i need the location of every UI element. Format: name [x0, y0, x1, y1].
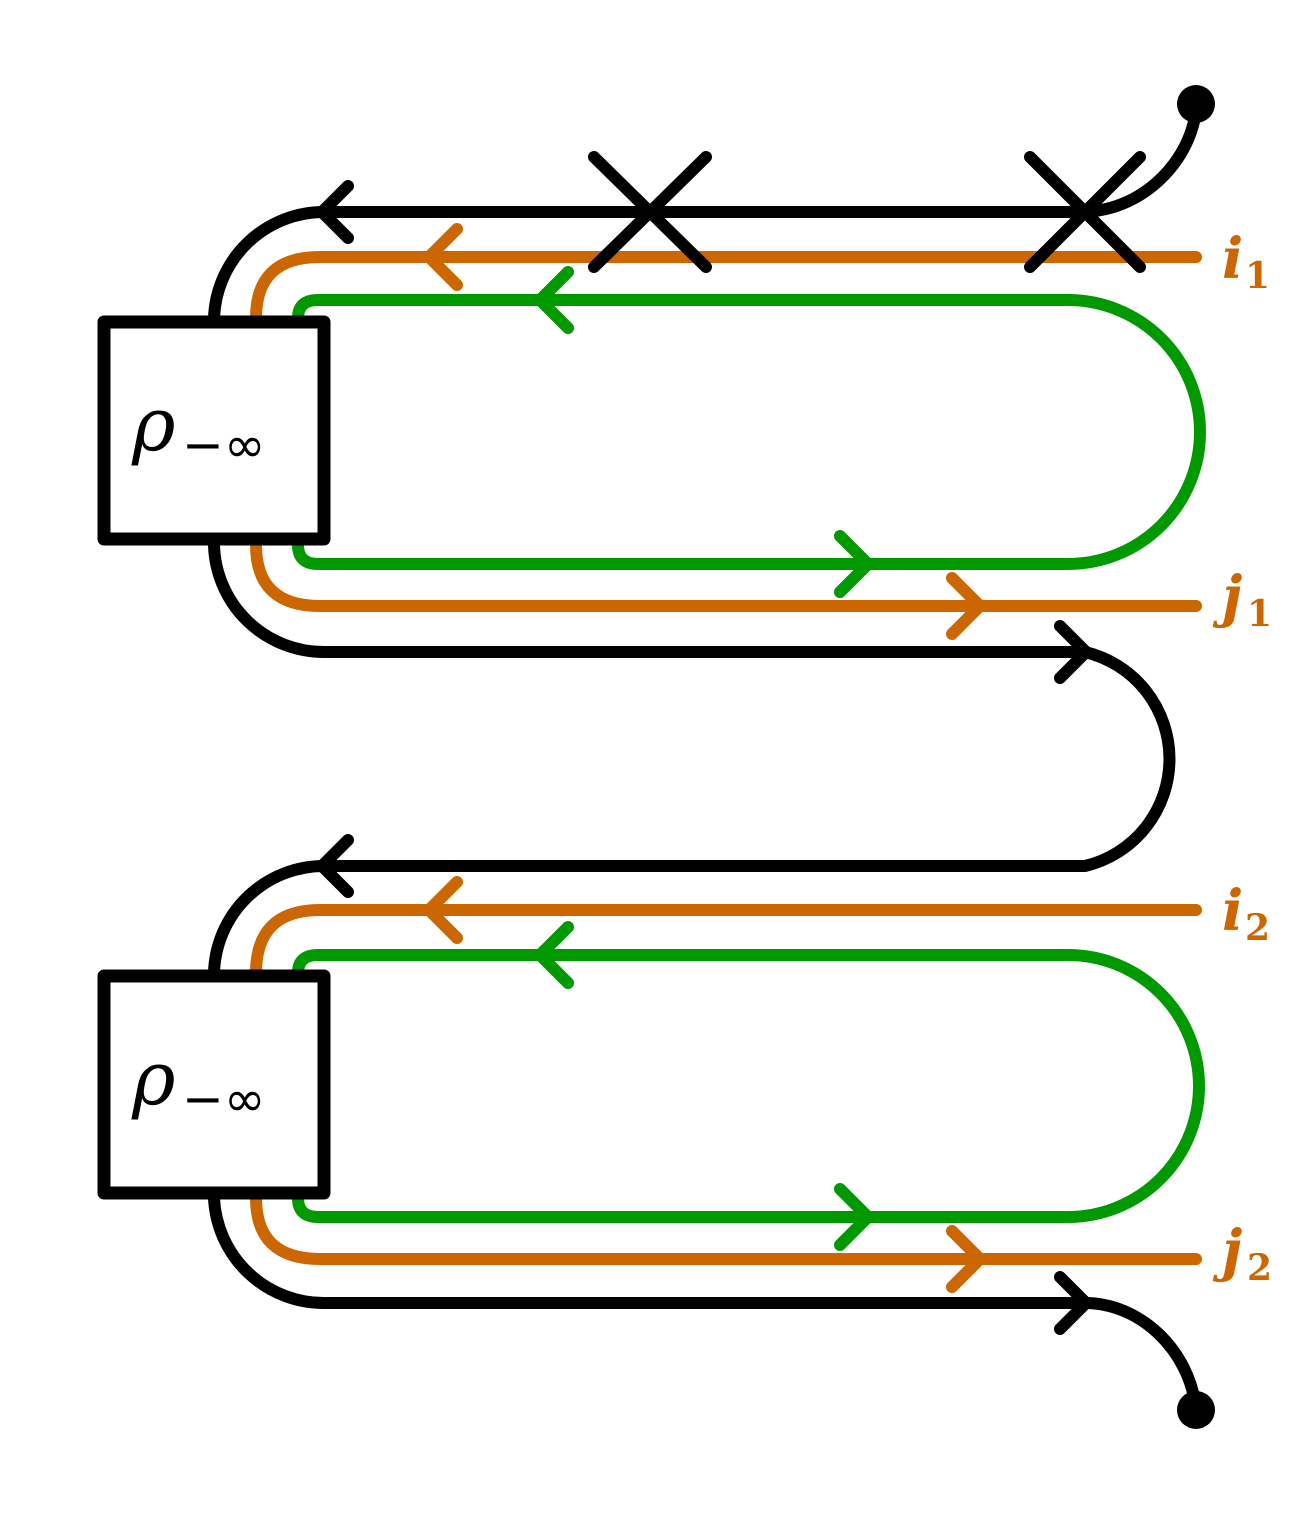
green-loop-2 — [292, 949, 1205, 1223]
density-box-2: ρ −∞ — [97, 969, 331, 1200]
svg-text:j: j — [1212, 564, 1242, 630]
orange-line-i1 — [250, 251, 1202, 324]
cross-mark-1 — [588, 151, 712, 273]
label-j1: j 1 — [1212, 564, 1272, 635]
arrow-head-orange-left-2 — [423, 876, 463, 944]
arrow-head-green-right-1 — [834, 530, 874, 598]
svg-text:i: i — [1222, 878, 1243, 944]
svg-text:2: 2 — [1245, 907, 1270, 949]
label-i1: i 1 — [1222, 226, 1270, 297]
box-subscript: −∞ — [182, 1070, 266, 1128]
label-j2: j 2 — [1212, 1218, 1272, 1289]
arrow-head-black-left-2 — [316, 834, 354, 898]
cross-mark-2 — [1024, 151, 1146, 273]
density-box-1: ρ −∞ — [97, 315, 331, 546]
box-symbol: ρ — [131, 1036, 176, 1122]
label-i2: i 2 — [1222, 878, 1270, 949]
arrow-head-orange-right-1 — [946, 572, 986, 640]
endpoint-dot-top — [1177, 85, 1215, 123]
svg-text:i: i — [1222, 226, 1243, 292]
orange-line-j1 — [250, 539, 1202, 612]
orange-line-i2 — [250, 904, 1202, 979]
orange-line-j2 — [250, 1192, 1202, 1265]
svg-text:j: j — [1212, 1218, 1242, 1284]
arrow-head-orange-right-2 — [946, 1225, 986, 1293]
arrow-head-black-right-1 — [1054, 620, 1092, 684]
arrow-head-orange-left-1 — [423, 223, 463, 291]
endpoint-dot-bottom — [1177, 1391, 1215, 1429]
arrow-head-green-right-2 — [834, 1183, 874, 1251]
box-symbol: ρ — [131, 382, 176, 468]
box-subscript: −∞ — [182, 416, 266, 474]
svg-text:1: 1 — [1245, 255, 1270, 297]
green-loop-1 — [292, 294, 1206, 570]
arrow-head-black-left-1 — [316, 180, 354, 244]
arrow-head-black-right-2 — [1054, 1271, 1092, 1335]
arrow-head-green-left-2 — [534, 921, 574, 989]
svg-text:1: 1 — [1247, 593, 1272, 635]
arrow-head-green-left-1 — [534, 266, 574, 334]
svg-text:2: 2 — [1247, 1247, 1272, 1289]
black-contour — [208, 98, 1202, 1416]
